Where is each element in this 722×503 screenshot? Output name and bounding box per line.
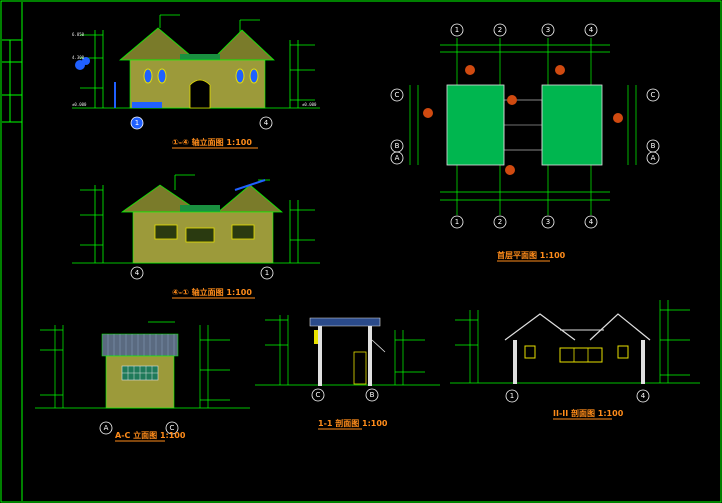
front-elevation-axis-left: 1 [135,119,139,127]
elevation-mark: ±0.000 [72,102,87,107]
section-one-axis-left: C [316,391,321,399]
plan-axis-bottom: 1 2 3 4 [450,215,598,229]
axis-label: C [651,91,656,99]
axis-label: 1 [455,218,459,226]
plan-axis-right: C B A [646,88,660,165]
section-two-title: II-II 剖面图 1:100 [553,408,624,418]
floor-plan-title: 首层平面图 1:100 [497,250,566,260]
floor-plan: 1 2 3 4 1 2 3 4 C B A C [390,23,660,262]
axis-label: 2 [498,218,502,226]
elevation-mark: ±0.000 [302,102,317,107]
front-elevation: 1 4 ①-④ 轴立面图 1:100 6.850 4.300 ±0.000 ±0… [72,14,320,149]
front-elevation-axis-right: 4 [264,119,269,127]
side-elevation-title: A-C 立面图 1:100 [115,430,186,440]
side-elevation-axis-right: C [170,424,175,432]
axis-label: 3 [546,218,550,226]
axis-label: B [651,142,656,150]
axis-label: A [395,154,400,162]
axis-label: 4 [589,218,594,226]
rear-elevation: 4 1 ④-① 轴立面图 1:100 [72,174,320,299]
axis-label: 1 [455,26,459,34]
front-elevation-title: ①-④ 轴立面图 1:100 [172,137,252,147]
axis-label: A [651,154,656,162]
axis-label: 4 [589,26,594,34]
axis-label: C [395,91,400,99]
axis-label: 2 [498,26,502,34]
section-two: 1 4 II-II 剖面图 1:100 [450,300,700,420]
axis-label: B [395,142,400,150]
plan-axis-left: C B A [390,88,404,165]
side-elevation-axis-left: A [104,424,109,432]
rear-elevation-title: ④-① 轴立面图 1:100 [172,287,252,297]
section-one: C B 1-1 剖面图 1:100 [255,315,440,430]
section-one-axis-right: B [370,391,375,399]
section-two-axis-right: 4 [641,392,646,400]
side-elevation: A C A-C 立面图 1:100 [35,321,250,442]
section-two-axis-left: 1 [510,392,514,400]
rear-elevation-axis-right: 1 [265,269,269,277]
rear-elevation-axis-left: 4 [135,269,140,277]
axis-label: 3 [546,26,550,34]
section-one-title: 1-1 剖面图 1:100 [318,418,388,428]
elevation-mark: 4.300 [72,55,85,60]
plan-axis-top: 1 2 3 4 [450,23,598,37]
elevation-mark: 6.850 [72,32,85,37]
